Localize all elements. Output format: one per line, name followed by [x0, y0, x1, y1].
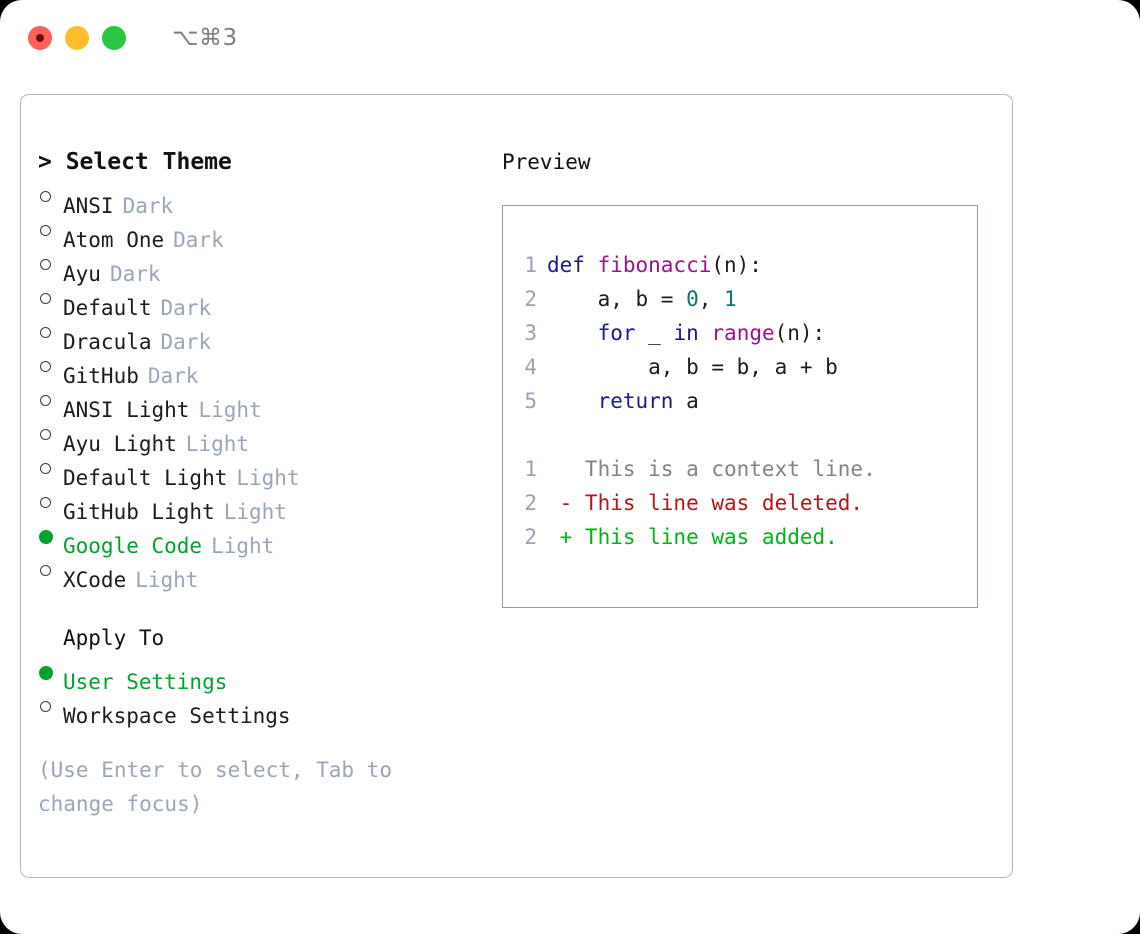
item-label: Ayu Light — [63, 432, 177, 456]
item-label: Google Code — [63, 534, 203, 558]
line-number: 2 — [524, 287, 537, 311]
radio-unselected-icon[interactable] — [38, 179, 63, 213]
code-text: - This line was deleted. — [547, 491, 864, 515]
diff-sample: 1 This is a context line.2 - This line w… — [503, 452, 977, 554]
item-variant-tag: Light — [211, 534, 275, 558]
item-label: Dracula — [63, 330, 152, 354]
code-line: 2 a, b = 0, 1 — [503, 282, 977, 316]
code-text: for _ in range(n): — [597, 321, 826, 345]
item-label: XCode — [63, 568, 127, 592]
item-label: Atom One — [63, 228, 165, 252]
keyboard-hint-text: (Use Enter to select, Tab to change focu… — [38, 758, 405, 816]
item-variant-tag: Light — [236, 466, 300, 490]
item-label: ANSI — [63, 194, 114, 218]
diff-line: 2 - This line was deleted. — [503, 486, 977, 520]
code-line: 3 for _ in range(n): — [503, 316, 977, 350]
theme-list-item[interactable]: ANSI Light Light — [38, 383, 478, 422]
line-number: 1 — [524, 457, 537, 481]
code-text: This is a context line. — [547, 457, 876, 481]
radio-selected-icon[interactable] — [38, 519, 63, 553]
code-text: return a — [597, 389, 699, 413]
line-number: 4 — [524, 355, 537, 379]
radio-unselected-icon[interactable] — [38, 417, 63, 451]
item-label: Workspace Settings — [63, 704, 291, 728]
item-variant-tag: Dark — [160, 330, 212, 354]
theme-list-item[interactable]: ANSI Dark — [38, 179, 478, 218]
apply-to-item[interactable]: Workspace Settings — [38, 689, 478, 728]
code-text: a, b = 0, 1 — [547, 287, 737, 311]
radio-unselected-icon[interactable] — [38, 553, 63, 587]
code-text: a, b = b, a + b — [547, 355, 838, 379]
theme-list-item[interactable]: Default Dark — [38, 281, 478, 320]
code-text: + This line was added. — [547, 525, 838, 549]
item-label: Default — [63, 296, 152, 320]
theme-list-item[interactable]: GitHub Light Light — [38, 485, 478, 524]
item-variant-tag: Dark — [109, 262, 161, 286]
minimize-window-button[interactable] — [65, 26, 89, 50]
line-number: 1 — [524, 253, 537, 277]
title-bar: ⌥⌘3 — [0, 0, 1140, 76]
radio-unselected-icon[interactable] — [38, 213, 63, 247]
theme-list-item[interactable]: Ayu Dark — [38, 247, 478, 286]
code-text: def fibonacci(n): — [547, 253, 762, 277]
radio-unselected-icon[interactable] — [38, 383, 63, 417]
radio-unselected-icon[interactable] — [38, 247, 63, 281]
item-variant-tag: Light — [198, 398, 262, 422]
item-variant-tag: Light — [135, 568, 199, 592]
item-variant-tag: Light — [223, 500, 287, 524]
theme-list-item[interactable]: Atom One Dark — [38, 213, 478, 252]
radio-selected-icon[interactable] — [38, 655, 63, 689]
select-theme-heading: > Select Theme — [38, 149, 232, 175]
item-label: User Settings — [63, 670, 228, 694]
apply-to-item[interactable]: User Settings — [38, 655, 478, 694]
item-variant-tag: Dark — [173, 228, 224, 252]
item-variant-tag: Dark — [147, 364, 199, 388]
line-number: 5 — [524, 389, 537, 413]
close-window-button[interactable] — [28, 26, 52, 50]
theme-list-item[interactable]: Ayu Light Light — [38, 417, 478, 456]
item-variant-tag: Dark — [160, 296, 212, 320]
apply-to-heading: Apply To — [63, 626, 165, 650]
radio-unselected-icon[interactable] — [38, 689, 63, 723]
theme-list-item[interactable]: Dracula Dark — [38, 315, 478, 354]
radio-unselected-icon[interactable] — [38, 281, 63, 315]
item-label: GitHub — [63, 364, 139, 388]
item-label: ANSI Light — [63, 398, 190, 422]
item-variant-tag: Light — [185, 432, 250, 456]
item-label: Ayu — [63, 262, 101, 286]
theme-list-item[interactable]: Google Code Light — [38, 519, 478, 558]
line-number: 2 — [524, 491, 537, 515]
theme-list-item[interactable]: Default Light Light — [38, 451, 478, 490]
preview-heading: Preview — [502, 150, 591, 174]
line-number: 2 — [524, 525, 537, 549]
window-controls — [28, 26, 126, 50]
keyboard-shortcut-label: ⌥⌘3 — [172, 25, 238, 51]
diff-line: 2 + This line was added. — [503, 520, 977, 554]
theme-list-item[interactable]: XCode Light — [38, 553, 478, 592]
code-line: 4 a, b = b, a + b — [503, 350, 977, 384]
radio-unselected-icon[interactable] — [38, 451, 63, 485]
line-number: 3 — [524, 321, 537, 345]
item-label: Default Light — [63, 466, 228, 490]
diff-line: 1 This is a context line. — [503, 452, 977, 486]
radio-unselected-icon[interactable] — [38, 485, 63, 519]
radio-unselected-icon[interactable] — [38, 315, 63, 349]
item-label: GitHub Light — [63, 500, 215, 524]
code-line: 1 def fibonacci(n): — [503, 248, 977, 282]
theme-list-item[interactable]: GitHub Dark — [38, 349, 478, 388]
code-line: 5 return a — [503, 384, 977, 418]
item-variant-tag: Dark — [122, 194, 174, 218]
maximize-window-button[interactable] — [102, 26, 126, 50]
code-diff-separator — [503, 418, 977, 452]
radio-unselected-icon[interactable] — [38, 349, 63, 383]
